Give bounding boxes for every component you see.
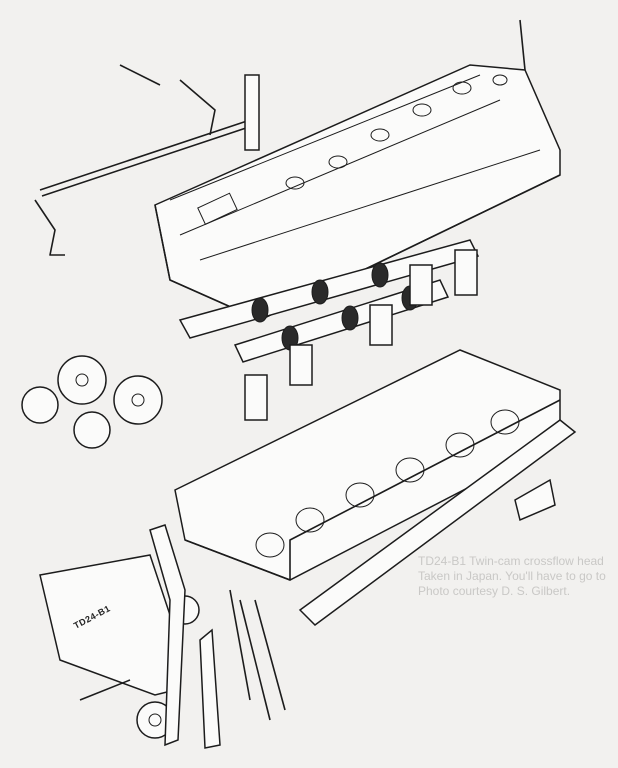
cam-sprockets <box>21 355 200 739</box>
valves <box>229 589 286 721</box>
gasket-plate <box>514 478 556 522</box>
chain-guides <box>149 524 221 749</box>
camshafts <box>178 239 480 363</box>
bleed-caption-line-2: Taken in Japan. You'll have to go to <box>418 569 606 583</box>
bolt <box>79 679 131 701</box>
throttle-linkage-shaft <box>34 19 526 256</box>
bleed-caption-line-1: TD24-B1 Twin-cam crossflow head <box>418 554 604 568</box>
tappet-buckets <box>244 249 478 421</box>
timing-cover <box>39 554 176 696</box>
cam-cover <box>154 64 561 321</box>
bleed-caption-line-3: Photo courtesy D. S. Gilbert. <box>418 584 571 598</box>
water-rail <box>298 419 577 626</box>
cylinder-head <box>174 349 561 581</box>
